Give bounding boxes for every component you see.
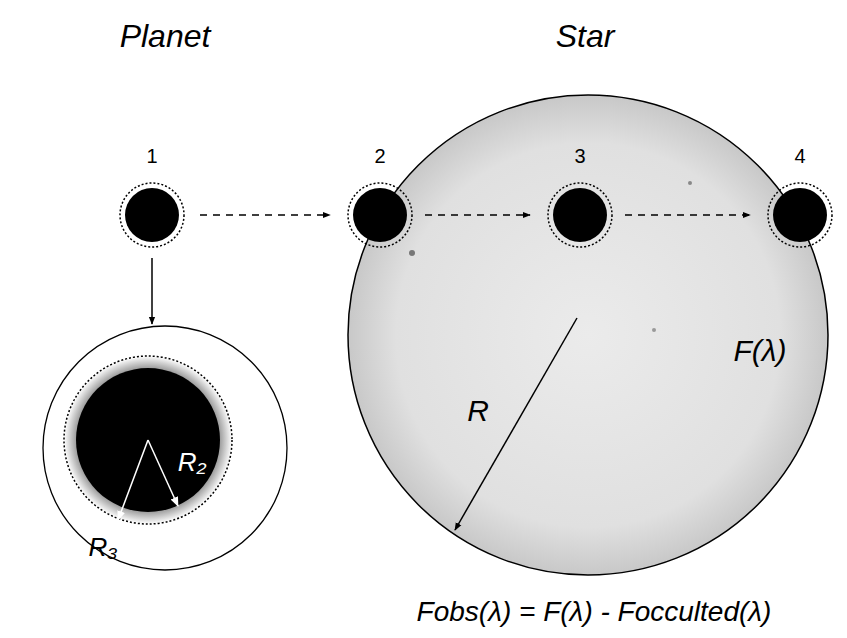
star-spot [652, 328, 656, 332]
callout-number: 2 [374, 145, 385, 167]
atmosphere-edge [64, 356, 232, 524]
callout-number: 4 [794, 145, 805, 167]
radius-label: R [467, 394, 489, 427]
planet-disc [76, 368, 220, 512]
callout-number: 1 [146, 145, 157, 167]
star-disc [348, 95, 828, 575]
panel-title: Star [556, 19, 615, 54]
inset-circle [43, 326, 287, 570]
atmosphere-halo [64, 356, 232, 524]
flux-equation: Fobs(λ) = F(λ) - Focculted(λ) [417, 597, 772, 628]
radius-label: R₃ [88, 533, 117, 562]
callout-number: 3 [574, 145, 585, 167]
planet-positions [120, 183, 832, 247]
radius-arrow [148, 440, 178, 506]
zoom-arrow [151, 258, 153, 324]
motion-arrows [200, 214, 750, 215]
panel-title: Planet [120, 19, 211, 54]
star-spot [409, 250, 415, 256]
radius-arrow [118, 440, 148, 520]
radius-label: R₂ [178, 448, 207, 477]
flux-label: F(λ) [733, 334, 786, 367]
star-spot [688, 181, 692, 185]
radius-arrow [455, 318, 577, 530]
